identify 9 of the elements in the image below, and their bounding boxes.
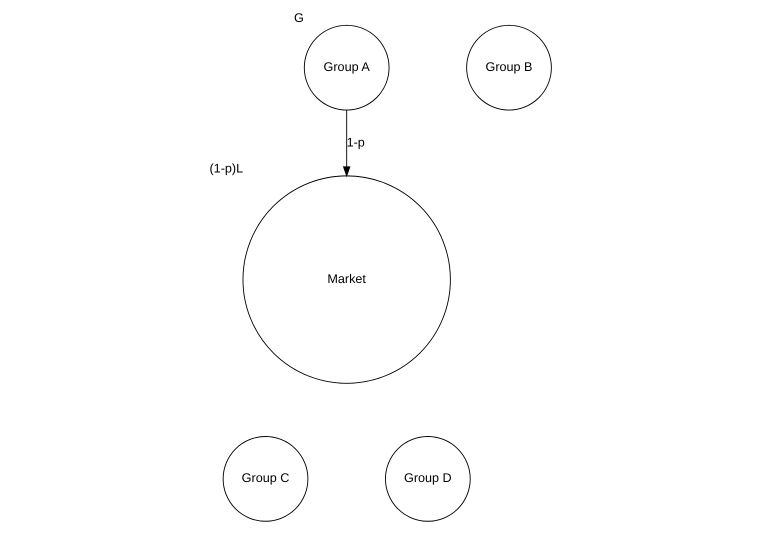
node-circle: Group D [384, 436, 470, 522]
node-circle: Group B [466, 24, 552, 110]
node-circle: Group A [303, 24, 390, 110]
node-circle: Market [242, 175, 450, 384]
edge-label: 1-p [346, 135, 364, 150]
node-label: G [293, 10, 304, 25]
arrow [342, 110, 350, 178]
node-label: (1-p)L [208, 161, 243, 176]
node-circle: Group C [222, 436, 308, 522]
